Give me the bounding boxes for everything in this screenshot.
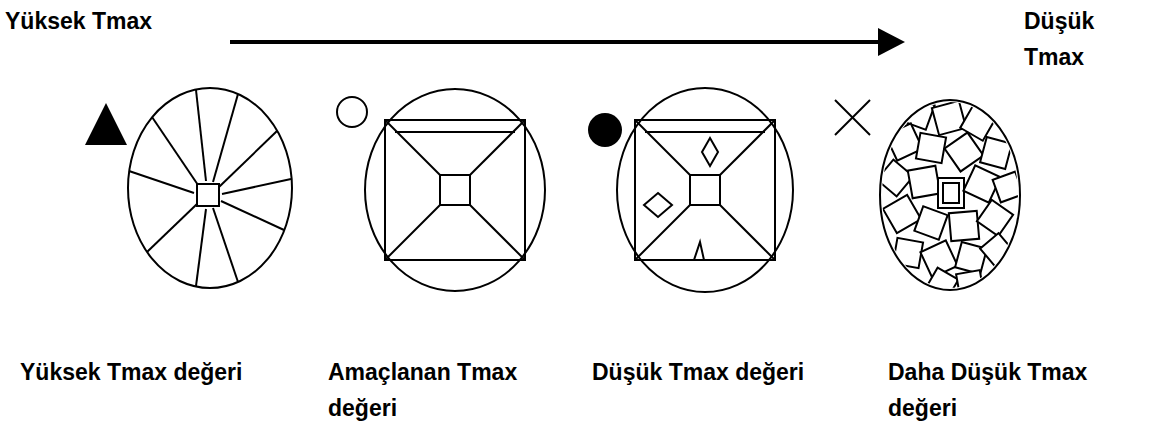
direction-arrow — [230, 28, 905, 56]
low-crystal — [617, 88, 793, 292]
open-circle-symbol — [337, 97, 367, 127]
axis-label: Yüksek Tmax — [5, 4, 205, 40]
triangle-symbol — [85, 103, 127, 145]
caption-label: Yüksek Tmax değeri — [20, 355, 320, 391]
caption-label: Düşük Tmax değeri — [592, 355, 862, 391]
axis-label: Düşük Tmax — [1024, 4, 1152, 75]
caption-label: Amaçlanan Tmax değeri — [328, 355, 568, 426]
target-crystal — [365, 89, 545, 291]
caption-label: Daha Düşük Tmax değeri — [888, 355, 1150, 426]
filled-circle-symbol — [588, 113, 622, 147]
cross-symbol — [835, 100, 870, 135]
radial-crystal — [128, 88, 292, 288]
fine-crystals — [877, 96, 1024, 300]
